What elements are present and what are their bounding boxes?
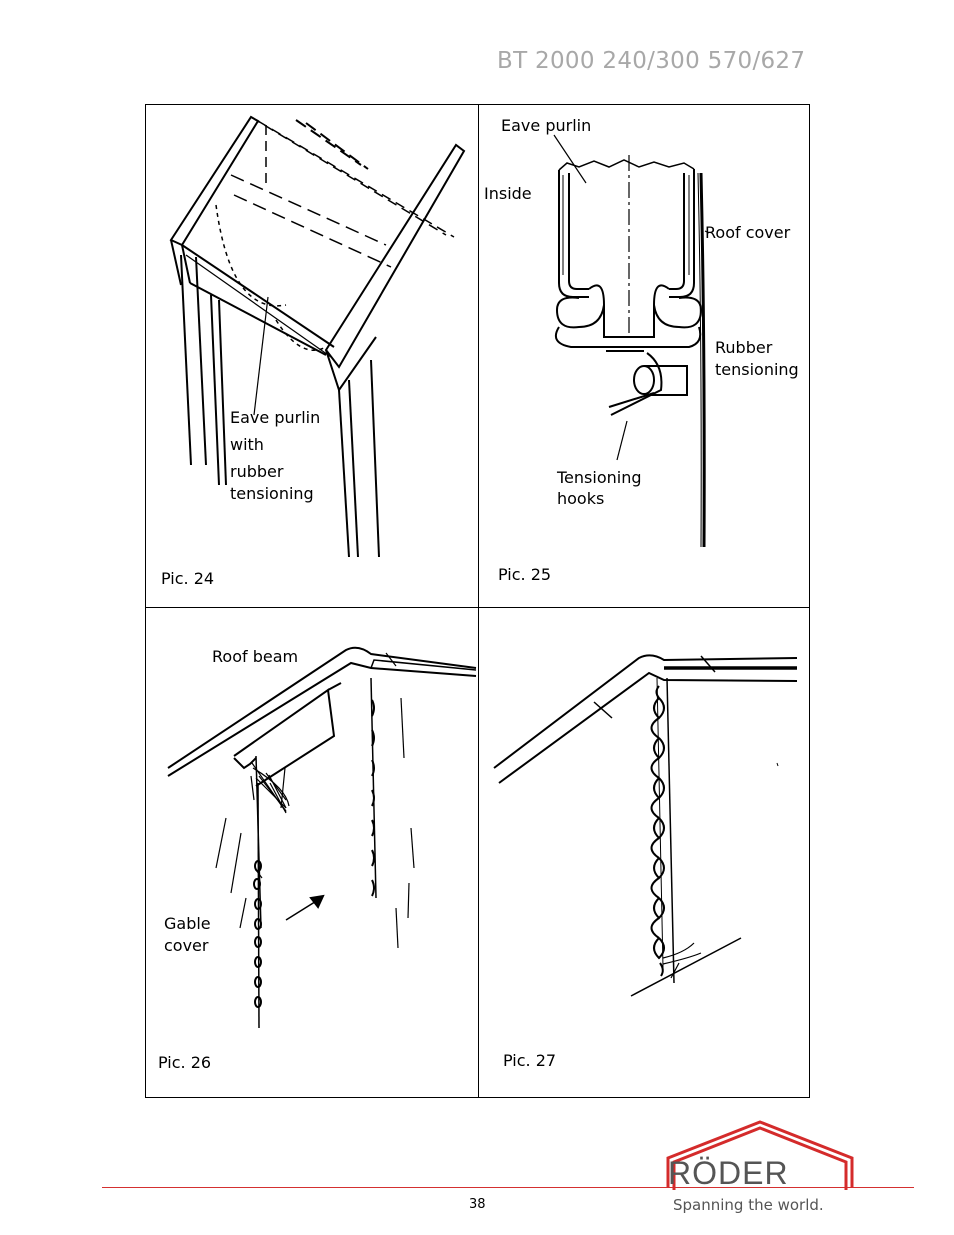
label-tensioning-hooks-2: hooks: [557, 489, 605, 508]
label-roof-cover-25: Roof cover: [705, 223, 791, 242]
figure-pic-27: Pic. 27: [479, 608, 811, 1099]
roder-logo: RÖDER Spanning the world.: [660, 1118, 860, 1218]
caption-pic-27: Pic. 27: [503, 1051, 557, 1070]
figure-pic-25: Eave purlin Inside Roof cover Rubber ten…: [479, 105, 811, 607]
caption-pic-25: Pic. 25: [498, 565, 552, 584]
label-tensioning-24: tensioning: [230, 484, 314, 503]
label-rubber-25: Rubber: [715, 338, 773, 357]
figure-pic-26: Roof beam Gable cover Pic. 26: [146, 608, 478, 1099]
roof-outline-icon: [666, 1120, 854, 1190]
figure-grid: Eave purlin with rubber tensioning Pic. …: [145, 104, 810, 1098]
figure-pic-24: Eave purlin with rubber tensioning Pic. …: [146, 105, 478, 607]
document-title: BT 2000 240/300 570/627: [497, 48, 806, 74]
page-number: 38: [469, 1197, 486, 1212]
footer-rule: [102, 1187, 914, 1188]
label-cover-26: cover: [164, 936, 209, 955]
label-tensioning-25: tensioning: [715, 360, 799, 379]
caption-pic-26: Pic. 26: [158, 1053, 212, 1072]
eave-purlin-cross-section-drawing: [553, 134, 710, 548]
logo-slogan: Spanning the world.: [673, 1196, 824, 1214]
label-tensioning-hooks-1: Tensioning: [557, 468, 642, 487]
grid-divider-horizontal: [146, 607, 809, 608]
logo-wordmark: RÖDER: [668, 1155, 789, 1191]
label-gable-26: Gable: [164, 914, 211, 933]
gable-cover-fitting-drawing: [167, 646, 477, 1029]
caption-pic-24: Pic. 24: [161, 569, 215, 588]
label-rubber-24: rubber: [230, 462, 284, 481]
label-inside-25: Inside: [484, 184, 532, 203]
gable-cover-laced-drawing: [493, 654, 798, 997]
eave-purlin-perspective-drawing: [169, 115, 466, 558]
label-roof-beam-26: Roof beam: [212, 647, 299, 666]
label-with-24: with: [230, 435, 264, 454]
label-eave-purlin-24: Eave purlin: [230, 408, 321, 427]
label-eave-purlin-25: Eave purlin: [501, 116, 592, 135]
grid-divider-vertical: [478, 105, 479, 1097]
